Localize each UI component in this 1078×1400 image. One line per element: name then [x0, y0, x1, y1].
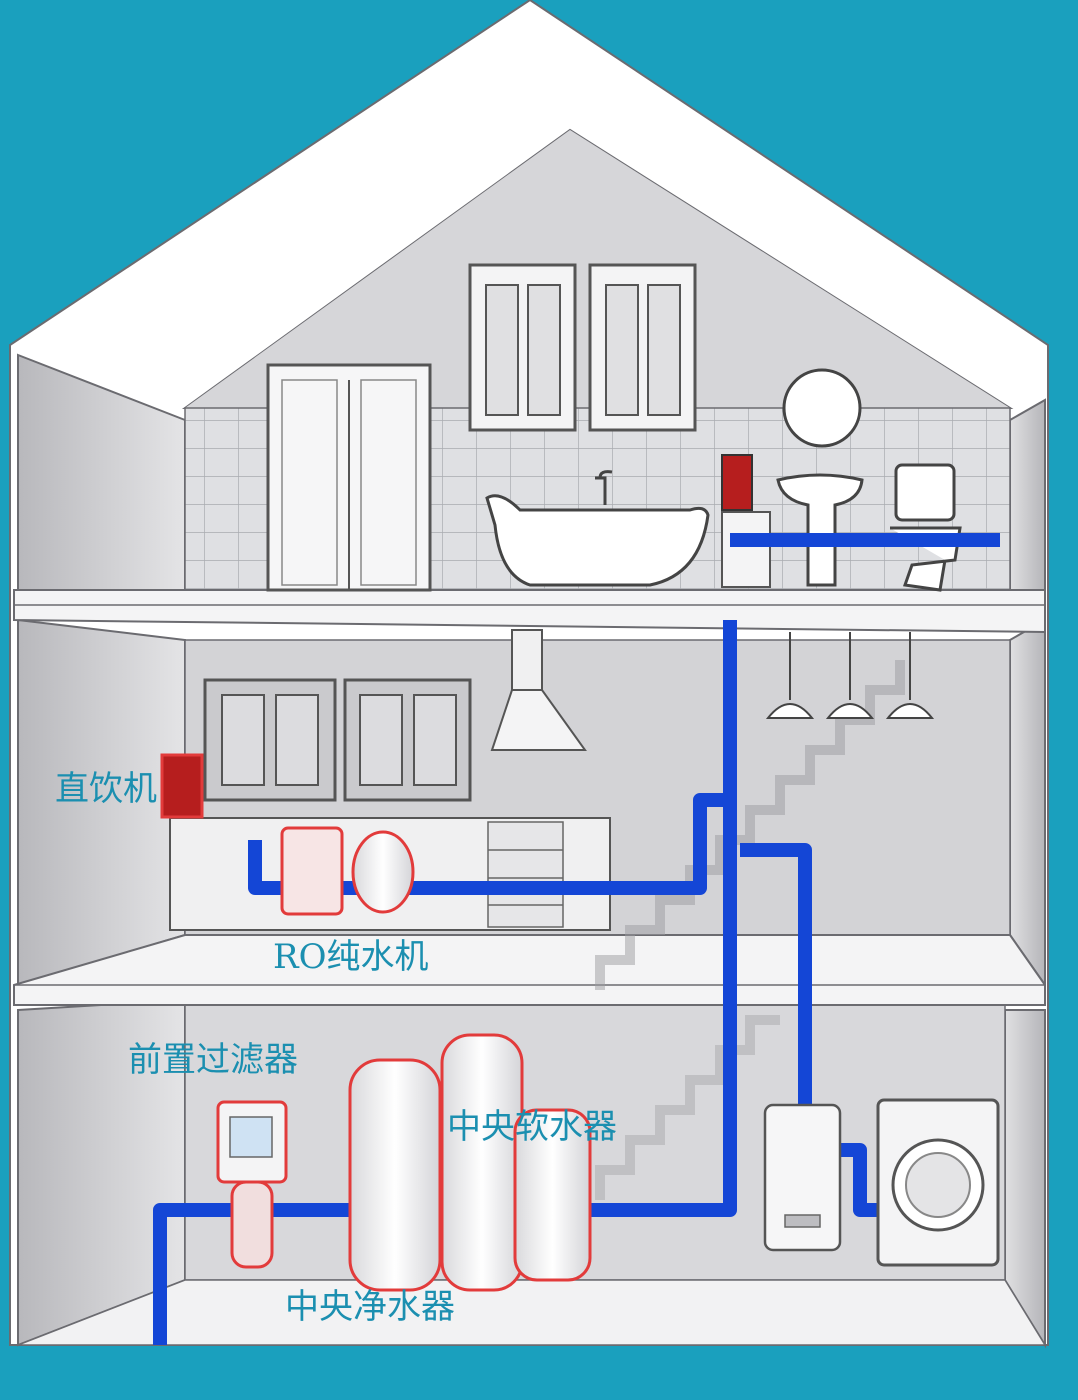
ground-back-wall: [184, 1004, 1006, 1281]
floors: [13, 589, 1047, 1346]
prefilter-device: [216, 1100, 288, 1269]
attic-water-unit: [721, 454, 771, 588]
bathroom-fixtures: [776, 368, 962, 592]
central-softener-tank: [440, 1033, 592, 1292]
label-prefilter: 前置过滤器: [128, 1040, 298, 1080]
label-softener: 中央软水器: [447, 1107, 617, 1147]
label-direct-drink: 直饮机: [55, 769, 157, 809]
water-heater: [763, 1103, 842, 1252]
central-purifier-tank: [348, 1058, 442, 1292]
direct-drink-machine: [160, 753, 204, 819]
ro-purifier: [280, 826, 415, 916]
side-walls: [17, 353, 1046, 1349]
pendant-lamps: [765, 632, 935, 719]
label-purifier: 中央净水器: [285, 1287, 455, 1327]
kitchen: [169, 629, 611, 931]
label-ro: RO纯水机: [273, 937, 429, 977]
attic-windows: [468, 263, 697, 432]
washing-machine: [876, 1098, 1000, 1267]
staircase: [595, 660, 905, 1200]
bathtub: [485, 470, 710, 587]
attic-door: [266, 363, 432, 592]
